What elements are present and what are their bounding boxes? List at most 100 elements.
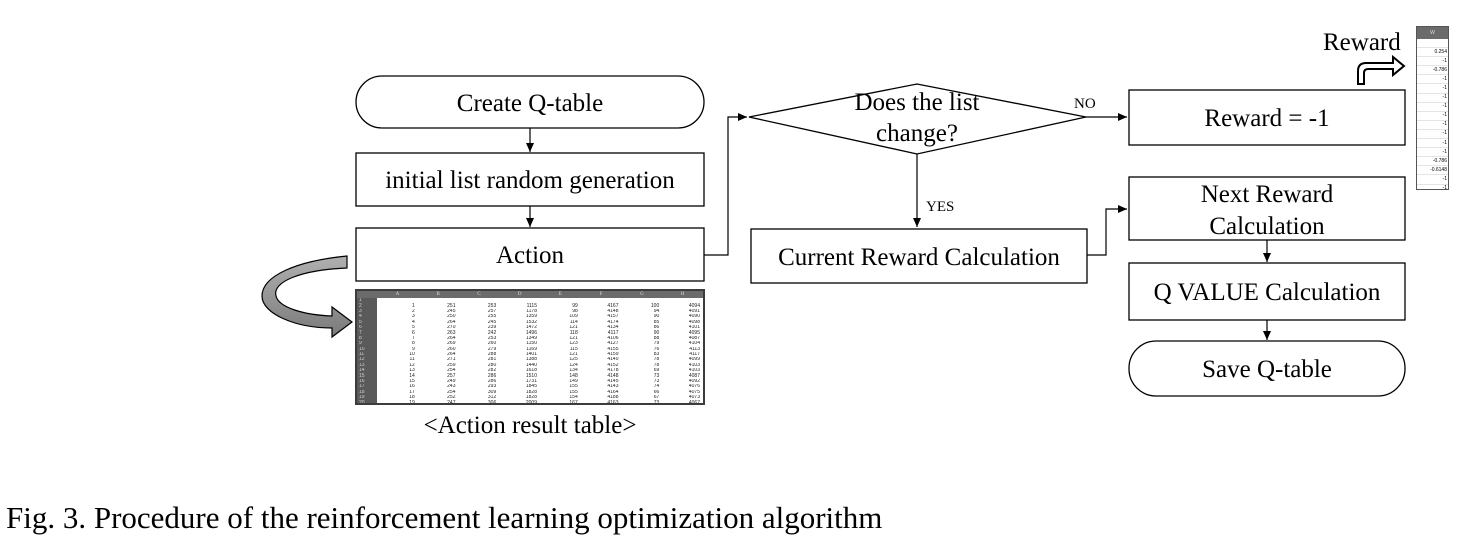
table-cell: 9 bbox=[411, 346, 415, 352]
column-header: D bbox=[499, 291, 540, 298]
table-cell: 257 bbox=[487, 308, 497, 314]
reward-result-table: W 0.254-1-0.786-1-1-1-1-1-1-1-1-1-0.786-… bbox=[1416, 26, 1449, 190]
table-cell: 282 bbox=[487, 368, 497, 374]
table-cell: 4098 bbox=[688, 319, 700, 325]
row-number: 13 bbox=[357, 362, 377, 369]
row-number: 8 bbox=[357, 335, 377, 342]
reward-cell: -1 bbox=[1417, 129, 1448, 140]
table-cell: 279 bbox=[487, 346, 497, 352]
reward-row: -1 bbox=[1417, 56, 1448, 67]
table-cell: 154 bbox=[569, 395, 578, 401]
table-cell: 18 bbox=[409, 395, 415, 401]
reward-cell: -1 bbox=[1417, 74, 1448, 85]
table-cell: 4157 bbox=[607, 314, 619, 320]
table-cell: 1845 bbox=[525, 384, 537, 390]
table-cell: 167 bbox=[569, 400, 578, 405]
table-cell: 123 bbox=[569, 341, 578, 347]
table-cell: 76 bbox=[653, 346, 660, 352]
column-header: F bbox=[580, 291, 622, 298]
table-cell: 13 bbox=[409, 368, 415, 374]
table-cell: 4106 bbox=[607, 335, 619, 341]
table-cell: 264 bbox=[447, 351, 456, 358]
table-cell: 74 bbox=[653, 384, 660, 390]
table-cell: 7 bbox=[411, 335, 415, 341]
row-number: 3 bbox=[357, 308, 377, 315]
table-cell: 134 bbox=[569, 368, 578, 374]
table-cell: 4075 bbox=[688, 389, 700, 395]
table-cell: 1828 bbox=[525, 395, 537, 401]
table-cell: 239 bbox=[487, 324, 497, 331]
curved-arrow-icon bbox=[261, 255, 353, 339]
table-cell: 249 bbox=[447, 378, 456, 385]
table-cell: 148 bbox=[569, 373, 578, 379]
table-cell: 4091 bbox=[688, 308, 700, 314]
edge-yes-label: YES bbox=[926, 199, 954, 215]
table-cell: 4092 bbox=[688, 378, 700, 385]
reward-cell bbox=[1417, 39, 1448, 49]
table-cell: 1388 bbox=[525, 357, 537, 363]
table-cell: 260 bbox=[487, 341, 497, 347]
table-cell: 4159 bbox=[607, 351, 619, 358]
table-cell: 4 bbox=[411, 319, 415, 325]
table-cell: 90 bbox=[653, 314, 660, 320]
table-cell: 264 bbox=[447, 319, 456, 325]
table-cell: 4113 bbox=[689, 346, 700, 352]
table-cell: 4103 bbox=[688, 362, 700, 368]
q-value-node bbox=[1128, 262, 1406, 321]
table-cell: 4167 bbox=[607, 303, 619, 309]
table-cell: 88 bbox=[653, 335, 660, 341]
table-cell: 4117 bbox=[607, 330, 619, 336]
edge-current-to-next bbox=[1087, 205, 1127, 256]
reward-row: -0.6148 bbox=[1417, 165, 1448, 176]
table-cell: 100 bbox=[650, 303, 660, 309]
table-cell: 1 bbox=[411, 303, 415, 309]
save-qtable-label: Save Q-table bbox=[1202, 356, 1332, 383]
table-cell: 19 bbox=[409, 400, 415, 405]
reward-cell: -0.786 bbox=[1417, 156, 1448, 167]
table-cell: 260 bbox=[447, 346, 456, 352]
table-cell: 4164 bbox=[607, 389, 619, 395]
row-number: 15 bbox=[357, 373, 377, 379]
table-cell: 1731 bbox=[525, 378, 537, 385]
table-cell: 1359 bbox=[525, 314, 537, 320]
row-number: 4 bbox=[357, 314, 377, 320]
table-cell: 98 bbox=[572, 308, 578, 314]
reward-row: -1 bbox=[1417, 184, 1448, 189]
column-header: H bbox=[662, 291, 703, 298]
decision-label-line1: Does the list bbox=[855, 89, 980, 116]
table-cell: 255 bbox=[487, 314, 497, 320]
reward-row: -1 bbox=[1417, 74, 1448, 85]
table-cell: 4140 bbox=[607, 357, 619, 363]
reward-row: -1 bbox=[1417, 174, 1448, 185]
current-reward-node bbox=[750, 228, 1088, 284]
row-number: 12 bbox=[357, 357, 377, 363]
table-cell: 245 bbox=[487, 319, 497, 325]
next-reward-label-line1: Next Reward bbox=[1201, 181, 1334, 208]
edge-no-label: NO bbox=[1074, 96, 1096, 112]
table-cell: 149 bbox=[569, 378, 578, 385]
reward-row: -1 bbox=[1417, 129, 1448, 140]
table-cell: 10 bbox=[409, 351, 415, 358]
reward-cell: -0.6148 bbox=[1417, 165, 1448, 176]
table-cell: 4188 bbox=[607, 395, 619, 401]
reward-row bbox=[1417, 39, 1448, 49]
table-cell: 90 bbox=[653, 330, 660, 336]
row-number: 19 bbox=[357, 395, 377, 401]
initial-list-label: initial list random generation bbox=[385, 167, 675, 194]
table-cell: 6 bbox=[411, 330, 415, 336]
row-number: 2 bbox=[357, 303, 377, 309]
table-cell: 1115 bbox=[526, 303, 537, 309]
table-cell: 286 bbox=[487, 378, 497, 385]
row-number: 16 bbox=[357, 378, 377, 385]
reward-cell: -1 bbox=[1417, 93, 1448, 103]
reward-cell: -1 bbox=[1417, 120, 1448, 130]
table-cell: 4145 bbox=[607, 378, 619, 385]
row-number: 17 bbox=[357, 384, 377, 390]
table-cell: 264 bbox=[447, 335, 456, 341]
q-value-label: Q VALUE Calculation bbox=[1154, 279, 1381, 306]
